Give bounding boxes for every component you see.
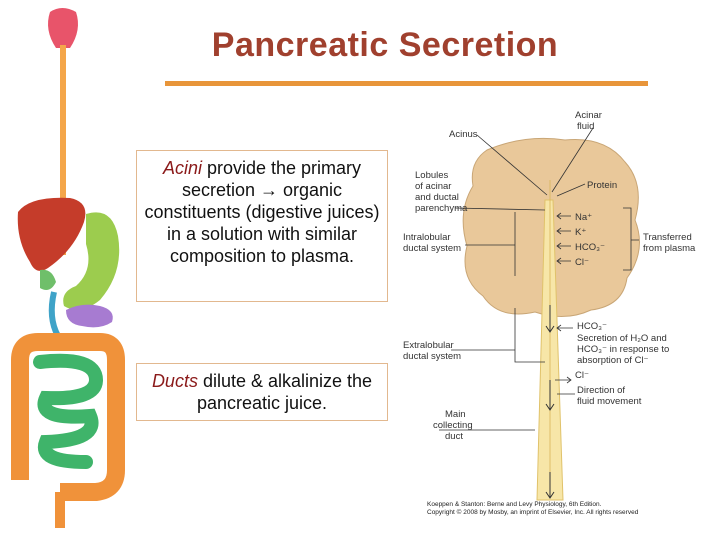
- label-secretion-note: Secretion of H₂O and HCO₃⁻ in response t…: [577, 333, 672, 366]
- liver: [17, 197, 86, 271]
- label-ion-na: Na⁺: [575, 212, 592, 223]
- page-title: Pancreatic Secretion: [211, 26, 559, 64]
- figure-credit: Koeppen & Stanton: Berne and Levy Physio…: [427, 501, 639, 516]
- label-protein: Protein: [587, 180, 617, 191]
- ducts-description-box: Ducts dilute & alkalinize the pancreatic…: [136, 363, 388, 421]
- large-intestine: [11, 333, 125, 501]
- acinus-duct-diagram: Acinar fluid Acinus Lobules of acinar an…: [403, 110, 696, 516]
- acini-term: Acini: [162, 158, 202, 178]
- stomach: [63, 212, 120, 310]
- digestive-system-illustration: [11, 8, 125, 528]
- duct-flow-arrow: [545, 472, 555, 499]
- pancreas: [66, 304, 113, 328]
- acini-text: provide the primary secretion → organic …: [144, 158, 380, 266]
- label-acinar-fluid: Acinar fluid: [575, 110, 605, 132]
- title-underline: [165, 81, 648, 86]
- duct-flow-arrow: [545, 305, 555, 333]
- duct-flow-arrow: [545, 380, 555, 411]
- label-lobules: Lobules of acinar and ductal parenchyma: [415, 170, 468, 214]
- acini-description-box: Acini provide the primary secretion → or…: [136, 150, 388, 302]
- label-transferred: Transferred from plasma: [643, 232, 696, 254]
- ducts-text: dilute & alkalinize the pancreatic juice…: [196, 371, 373, 413]
- label-acinus: Acinus: [449, 129, 478, 140]
- gallbladder: [40, 269, 56, 290]
- label-hco3: HCO₃⁻: [577, 321, 607, 332]
- label-cl: Cl⁻: [575, 370, 589, 381]
- label-extralobular: Extralobular ductal system: [403, 340, 461, 362]
- mouth-icon: [48, 8, 78, 48]
- label-main-duct: Main collecting duct: [433, 409, 475, 442]
- label-ion-cl: Cl⁻: [575, 257, 589, 268]
- label-ion-k: K⁺: [575, 227, 586, 238]
- label-intralobular: Intralobular ductal system: [403, 232, 461, 254]
- ducts-term: Ducts: [151, 371, 198, 391]
- label-ion-hco3: HCO₃⁻: [575, 242, 605, 253]
- esophagus: [60, 45, 66, 255]
- label-direction: Direction of fluid movement: [577, 385, 642, 407]
- duodenum: [48, 291, 61, 338]
- small-intestine: [33, 353, 104, 469]
